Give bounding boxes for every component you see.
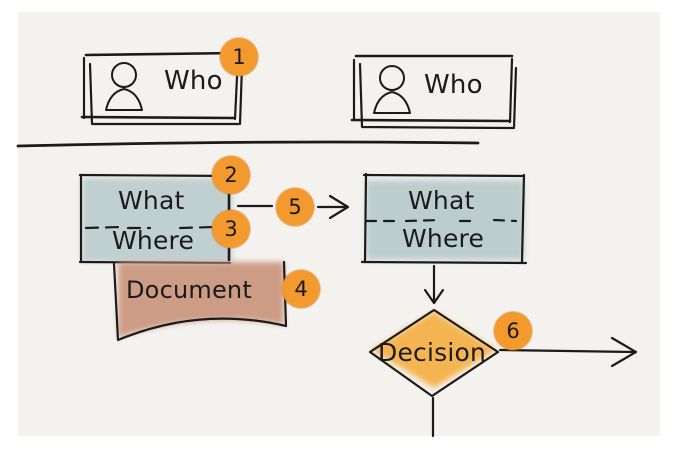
decision-wash	[372, 311, 496, 388]
badge-6: 6	[494, 312, 532, 350]
activity-what-left: What	[118, 186, 185, 215]
badge-1: 1	[220, 38, 258, 76]
document-label: Document	[126, 276, 252, 304]
activity-where-left: Where	[112, 226, 195, 255]
arrow-head-down	[423, 288, 445, 305]
arrow-to-right-activity	[236, 204, 347, 209]
arrow-head-5	[328, 194, 350, 220]
arrow-from-decision-right	[498, 348, 636, 354]
activity-box-right	[360, 172, 528, 265]
badge-5: 5	[276, 188, 314, 226]
swimlane-label-right: Who	[424, 70, 483, 100]
decision-label: Decision	[378, 338, 487, 367]
badge-4: 4	[282, 270, 320, 308]
activity-what-right: What	[408, 186, 475, 215]
document-shape	[112, 260, 288, 342]
swimlane-separator	[16, 140, 480, 148]
decision-diamond	[368, 308, 500, 398]
person-icon	[373, 65, 411, 114]
person-icon	[105, 62, 143, 111]
badge-2: 2	[212, 156, 250, 194]
arrow-head-right	[610, 336, 638, 368]
badge-3: 3	[212, 210, 250, 248]
activity-where-right: Where	[402, 224, 485, 253]
activity-wash-left	[82, 178, 232, 262]
swimlane-label-left: Who	[164, 66, 223, 96]
who-box-right	[350, 54, 518, 130]
